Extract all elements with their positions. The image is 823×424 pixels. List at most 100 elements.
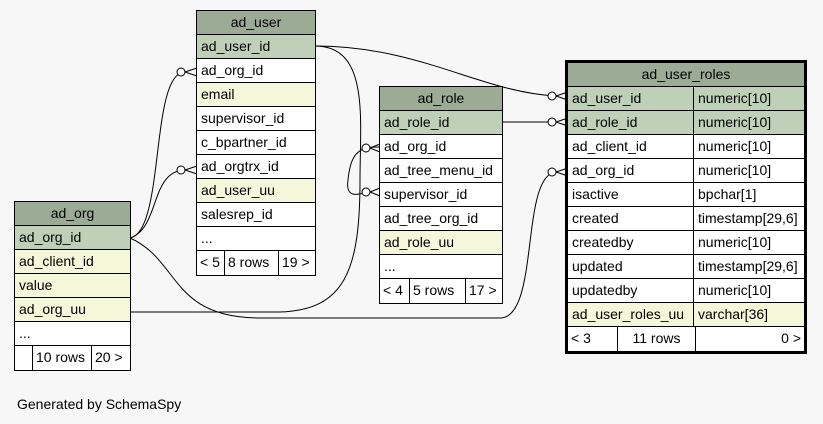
table-ad-role[interactable]: ad_role ad_role_id ad_org_id ad_tree_menu_… <box>379 86 503 304</box>
column-type: numeric[10] <box>693 231 804 254</box>
column-name: supervisor_id <box>201 110 285 126</box>
column-name: updated <box>572 258 623 274</box>
crowfoot-circle <box>361 143 371 153</box>
column-name: ad_org_id <box>19 229 82 245</box>
column-type: numeric[10] <box>693 87 804 110</box>
column-row[interactable]: value <box>15 274 130 298</box>
crowfoot-circle <box>176 165 186 175</box>
column-type: timestamp[29,6] <box>693 255 804 278</box>
edge-role-org <box>347 147 369 195</box>
column-row[interactable]: ad_org_id <box>197 59 315 83</box>
column-row[interactable]: email <box>197 83 315 107</box>
column-row[interactable]: ad_org_id <box>380 135 502 159</box>
column-type: numeric[10] <box>693 159 804 182</box>
column-row[interactable]: ad_user_roles_uu varchar[36] <box>568 303 804 327</box>
column-name: ad_client_id <box>572 138 647 154</box>
children-link[interactable]: 19 > <box>282 254 310 270</box>
table-rows: ad_user_id numeric[10] ad_role_id numeric[1… <box>568 87 804 351</box>
column-row[interactable]: updatedby numeric[10] <box>568 279 804 303</box>
more-columns-row: ... <box>380 255 502 279</box>
column-name: ad_org_id <box>384 138 447 154</box>
table-title[interactable]: ad_user_roles <box>568 63 804 87</box>
children-link[interactable]: 20 > <box>95 349 123 365</box>
children-link[interactable]: 0 > <box>781 330 801 346</box>
column-row[interactable]: supervisor_id <box>197 107 315 131</box>
ellipsis: ... <box>201 230 213 246</box>
children-link[interactable]: 17 > <box>469 282 497 298</box>
column-row[interactable]: ad_org_uu <box>15 298 130 322</box>
row-count: 8 rows <box>225 251 279 275</box>
column-name: updatedby <box>572 282 638 298</box>
column-type: numeric[10] <box>693 135 804 158</box>
edge-user-org <box>129 71 185 239</box>
column-row[interactable]: ad_tree_org_id <box>380 207 502 231</box>
column-row[interactable]: ad_role_id <box>380 111 502 135</box>
column-row[interactable]: c_bpartner_id <box>197 131 315 155</box>
crowfoot-circle <box>176 67 186 77</box>
column-row[interactable]: ad_role_uu <box>380 231 502 255</box>
column-type: numeric[10] <box>693 279 804 302</box>
crowfoot-circle <box>547 91 557 101</box>
column-row[interactable]: ad_user_uu <box>197 179 315 203</box>
column-row[interactable]: createdby numeric[10] <box>568 231 804 255</box>
edge-user-roles-user <box>314 45 557 97</box>
column-row[interactable]: ad_user_id <box>197 35 315 59</box>
column-name: ad_user_id <box>572 90 642 106</box>
column-row[interactable]: ad_role_id numeric[10] <box>568 111 804 135</box>
column-row[interactable]: ad_org_id <box>15 226 130 250</box>
column-row[interactable]: ad_orgtrx_id <box>197 155 315 179</box>
column-type: numeric[10] <box>693 111 804 134</box>
generated-by-note: Generated by SchemaSpy <box>17 396 182 412</box>
column-row[interactable]: ad_client_id numeric[10] <box>568 135 804 159</box>
column-type: bpchar[1] <box>693 183 804 206</box>
column-name: ad_client_id <box>19 253 94 269</box>
column-name: ad_role_id <box>384 114 450 130</box>
parents-link[interactable]: < 4 <box>380 279 410 303</box>
parents-link[interactable]: < 3 <box>568 327 618 351</box>
column-name: createdby <box>572 234 634 250</box>
table-title[interactable]: ad_org <box>15 202 130 226</box>
column-row[interactable]: updated timestamp[29,6] <box>568 255 804 279</box>
column-name: ad_org_uu <box>19 301 86 317</box>
edge-user-orgtrx <box>129 169 185 239</box>
parents-link[interactable]: < 5 <box>197 251 225 275</box>
column-row[interactable]: salesrep_id <box>197 203 315 227</box>
column-name: salesrep_id <box>201 206 273 222</box>
table-title[interactable]: ad_user <box>197 11 315 35</box>
column-row[interactable]: supervisor_id <box>380 183 502 207</box>
parents-link[interactable] <box>15 346 33 370</box>
column-name: ad_user_id <box>201 38 271 54</box>
column-name: ad_user_roles_uu <box>572 306 685 322</box>
column-name: value <box>19 277 53 293</box>
more-columns-row: ... <box>197 227 315 251</box>
column-row[interactable]: ad_org_id numeric[10] <box>568 159 804 183</box>
more-columns-row: ... <box>15 322 130 346</box>
column-name: ad_role_id <box>572 114 638 130</box>
column-name: ad_orgtrx_id <box>201 158 279 174</box>
ellipsis: ... <box>19 325 31 341</box>
column-row[interactable]: ad_client_id <box>15 250 130 274</box>
column-name: ad_tree_org_id <box>384 210 479 226</box>
row-count: 10 rows <box>33 346 92 370</box>
column-type: varchar[36] <box>693 303 804 326</box>
column-row[interactable]: ad_user_id numeric[10] <box>568 87 804 111</box>
column-name: created <box>572 210 619 226</box>
row-count: 5 rows <box>410 279 466 303</box>
column-name: ad_org_id <box>201 62 264 78</box>
row-count: 11 rows <box>618 327 696 351</box>
column-name: ad_org_id <box>572 162 635 178</box>
table-title[interactable]: ad_role <box>380 87 502 111</box>
column-row[interactable]: ad_tree_menu_id <box>380 159 502 183</box>
